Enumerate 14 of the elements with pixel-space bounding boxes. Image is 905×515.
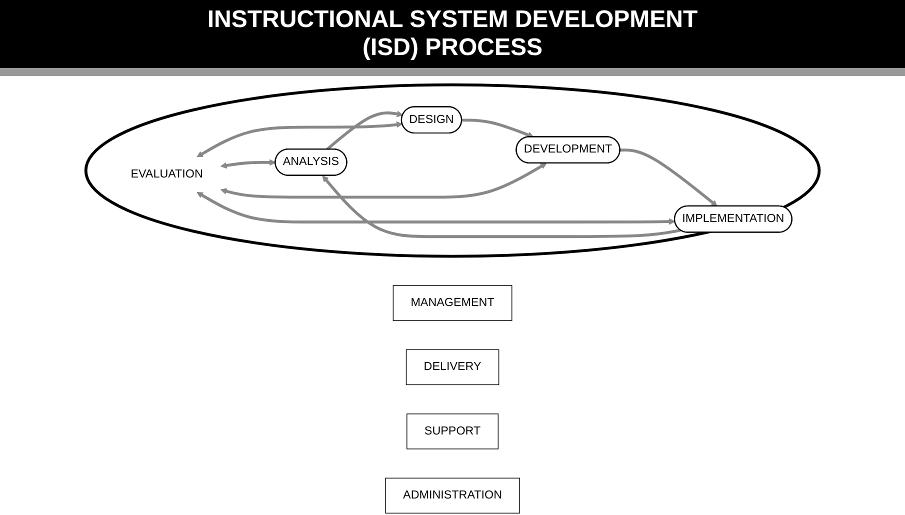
arrow — [196, 120, 403, 157]
arrow — [462, 118, 534, 138]
arrow — [220, 162, 547, 198]
arrow — [322, 174, 681, 238]
arrow — [620, 148, 718, 206]
node-box: DELIVERY — [406, 348, 500, 385]
node-box: SUPPORT — [406, 413, 498, 449]
arrow — [196, 191, 676, 224]
node-box: ADMINISTRATION — [385, 477, 520, 513]
title-banner: INSTRUCTIONAL SYSTEM DEVELOPMENT (ISD) PROCESS — [0, 0, 905, 76]
arrow — [326, 110, 404, 150]
node-box: MANAGEMENT — [392, 284, 512, 320]
node-text: EVALUATION — [130, 168, 203, 180]
arrow — [220, 158, 276, 168]
